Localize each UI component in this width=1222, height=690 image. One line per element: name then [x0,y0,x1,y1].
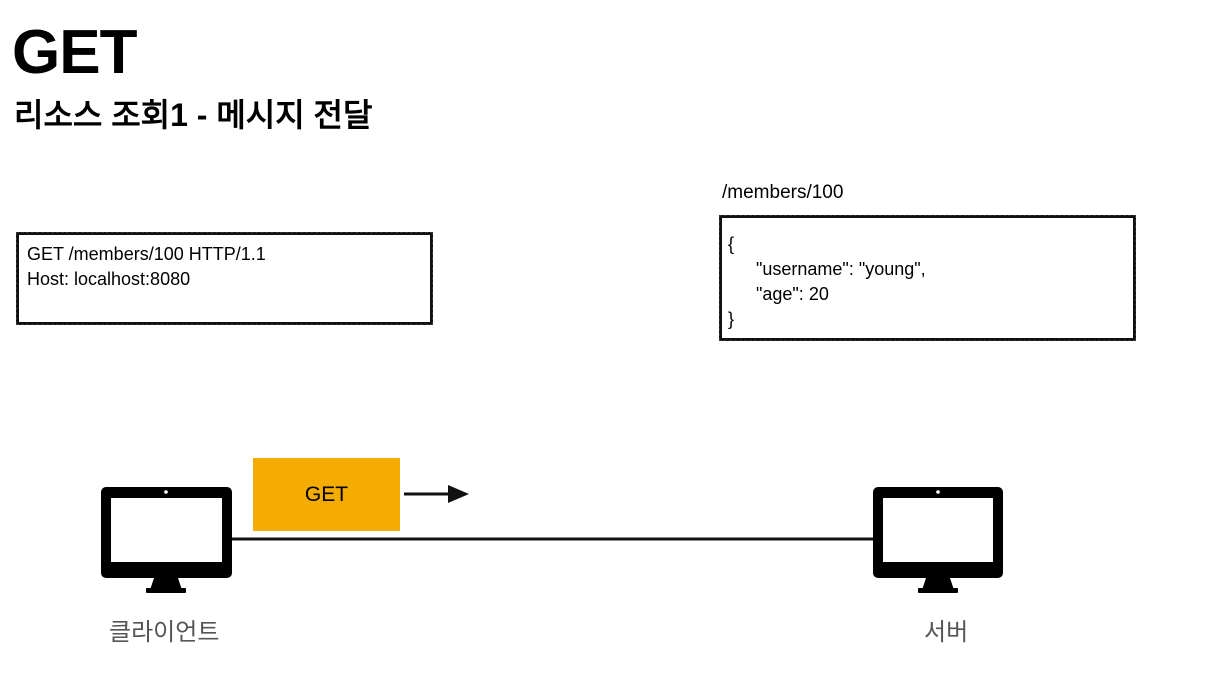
http-request-message: GET /members/100 HTTP/1.1 Host: localhos… [16,232,433,325]
json-open-brace: { [728,234,735,254]
get-method-label: GET [304,482,349,506]
request-line: GET /members/100 HTTP/1.1 [27,244,266,264]
json-age-field: "age": 20 [756,284,829,304]
server-monitor-icon [873,487,1003,593]
host-header-line: Host: localhost:8080 [27,269,191,289]
server-caption: 서버 [924,619,969,646]
json-response-body: { "username": "young", "age": 20 } [719,215,1136,341]
slide-title: GET [12,18,137,87]
client-caption: 클라이언트 [109,619,220,646]
slide-subtitle: 리소스 조회1 - 메시지 전달 [14,97,373,133]
get-method-badge: GET [253,458,400,531]
json-close-brace: } [728,309,735,329]
resource-path-label: /members/100 [722,182,844,203]
client-monitor-icon [101,487,232,593]
json-username-field: "username": "young", [756,259,926,279]
arrow-right-icon [404,485,469,503]
